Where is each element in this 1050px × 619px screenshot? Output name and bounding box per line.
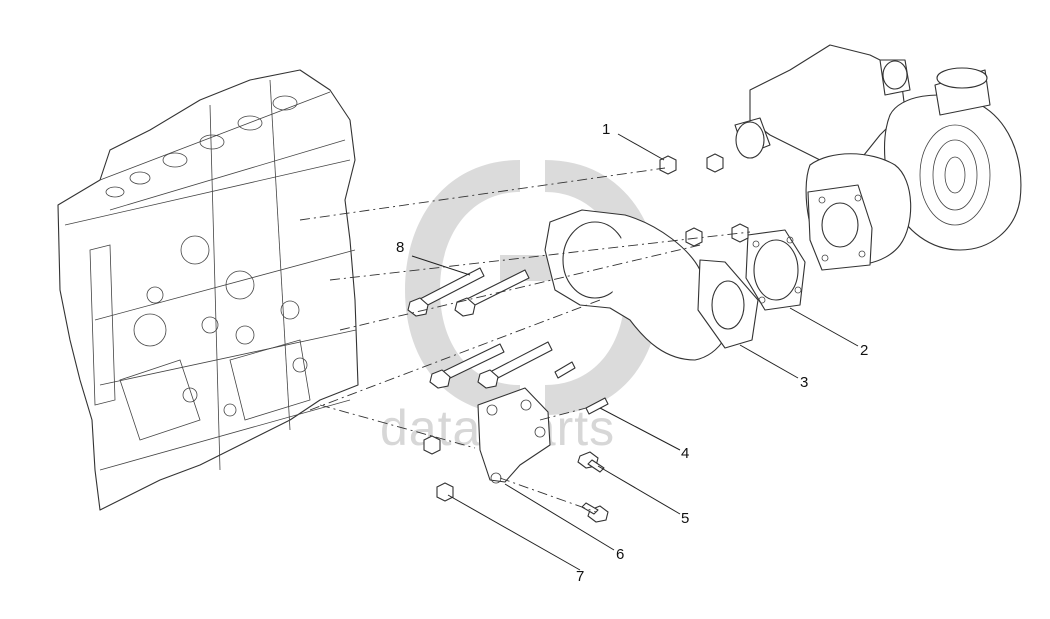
engine-block bbox=[57, 69, 359, 511]
long-bolt-part-8 bbox=[407, 267, 553, 389]
nut-part-7 bbox=[423, 435, 454, 502]
leader-lines bbox=[411, 133, 859, 571]
gasket-part-2 bbox=[745, 229, 806, 311]
callout-6: 6 bbox=[616, 546, 624, 563]
bolt-part-5 bbox=[577, 451, 609, 523]
callout-5: 5 bbox=[681, 510, 689, 527]
bracket-part-6 bbox=[477, 387, 551, 484]
callout-8: 8 bbox=[396, 239, 404, 256]
callout-7: 7 bbox=[576, 568, 584, 585]
callout-3: 3 bbox=[800, 374, 808, 391]
callout-4: 4 bbox=[681, 445, 689, 462]
assembly-centerlines bbox=[299, 167, 751, 513]
callouts: 1 2 3 4 5 6 7 8 bbox=[396, 121, 868, 585]
stud-part-4 bbox=[554, 361, 609, 415]
turbocharger bbox=[734, 44, 1022, 271]
exhaust-elbow-part-3 bbox=[544, 209, 759, 361]
callout-1: 1 bbox=[602, 121, 610, 138]
nut-part-1 bbox=[659, 153, 749, 247]
callout-2: 2 bbox=[860, 342, 868, 359]
